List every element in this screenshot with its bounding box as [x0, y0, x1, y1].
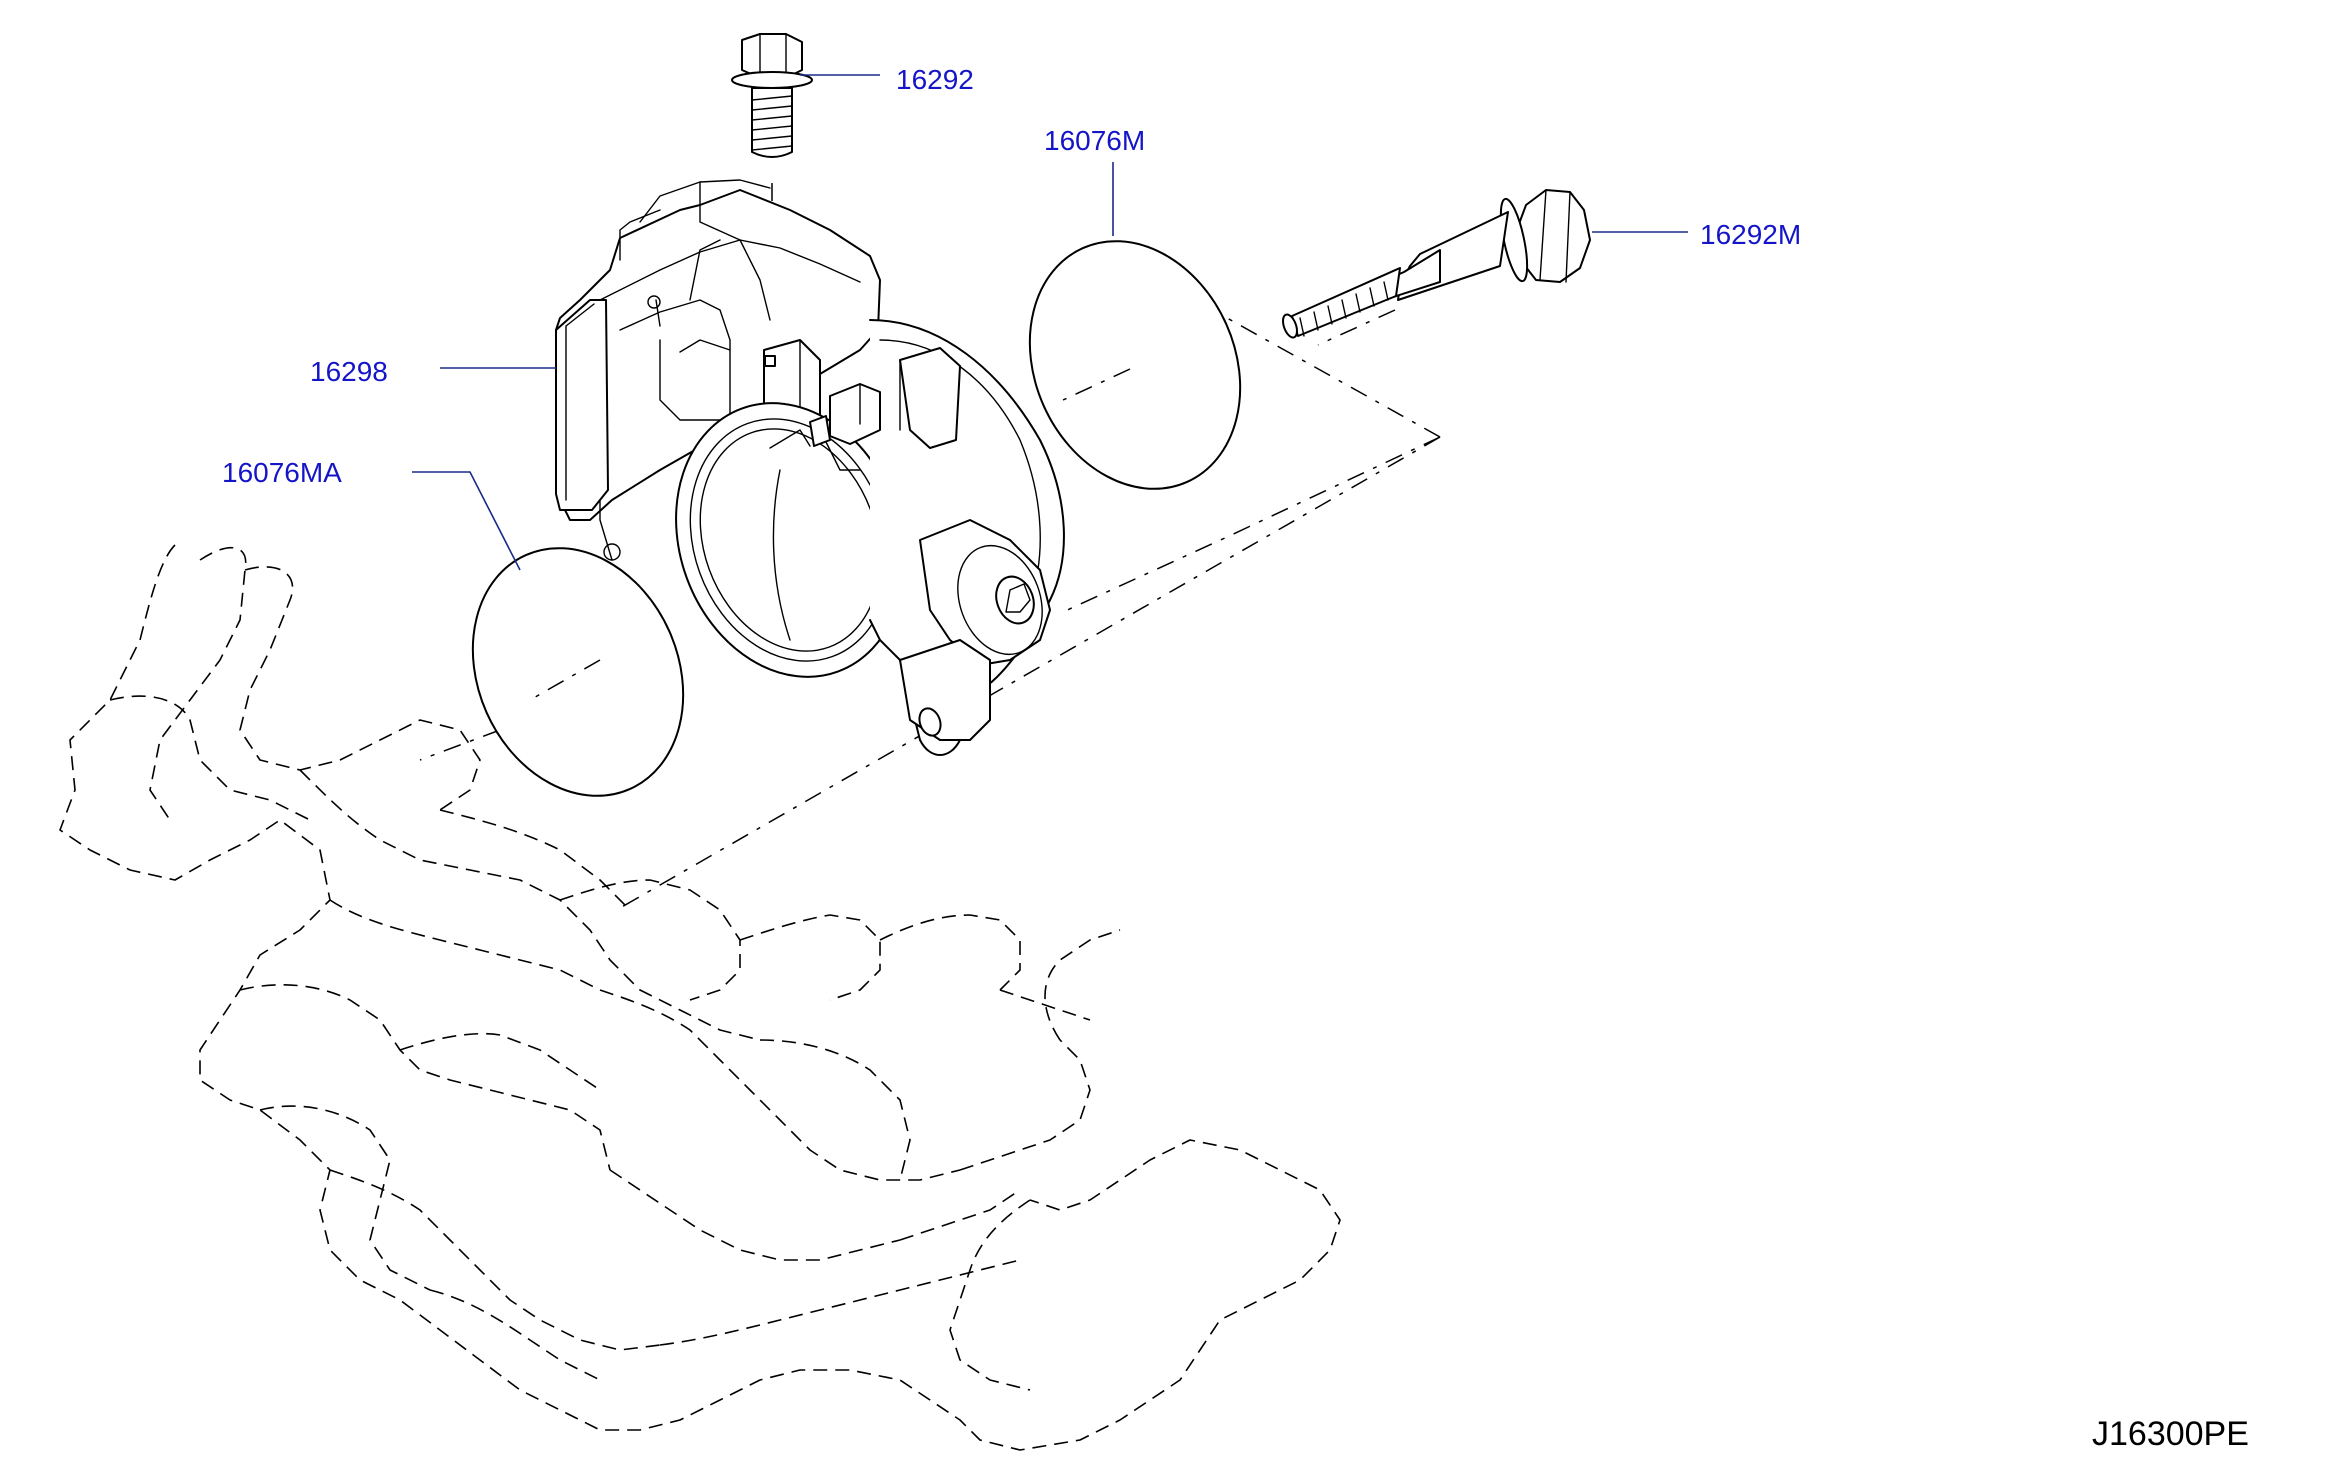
gasket-right-drawing — [1028, 240, 1242, 490]
intake-manifold-phantom — [59, 544, 1341, 1451]
label-gasket-left: 16076MA — [222, 457, 342, 488]
label-throttle-body: 16298 — [310, 356, 388, 387]
label-bolt-top: 16292 — [896, 64, 974, 95]
gasket-left-drawing — [471, 547, 685, 797]
leader-16076MA — [412, 471, 521, 571]
label-gasket-right: 16076M — [1044, 125, 1145, 156]
leader-lines — [412, 74, 1688, 571]
bolt-right-drawing — [1282, 189, 1591, 339]
bolt-top-drawing — [731, 33, 813, 158]
throttle-body-drawing — [555, 179, 1065, 756]
drawing-code: J16300PE — [2092, 1415, 2249, 1453]
label-bolt-right: 16292M — [1700, 219, 1801, 250]
callout-labels: 16292 16076M 16292M 16298 16076MA — [222, 64, 1801, 488]
